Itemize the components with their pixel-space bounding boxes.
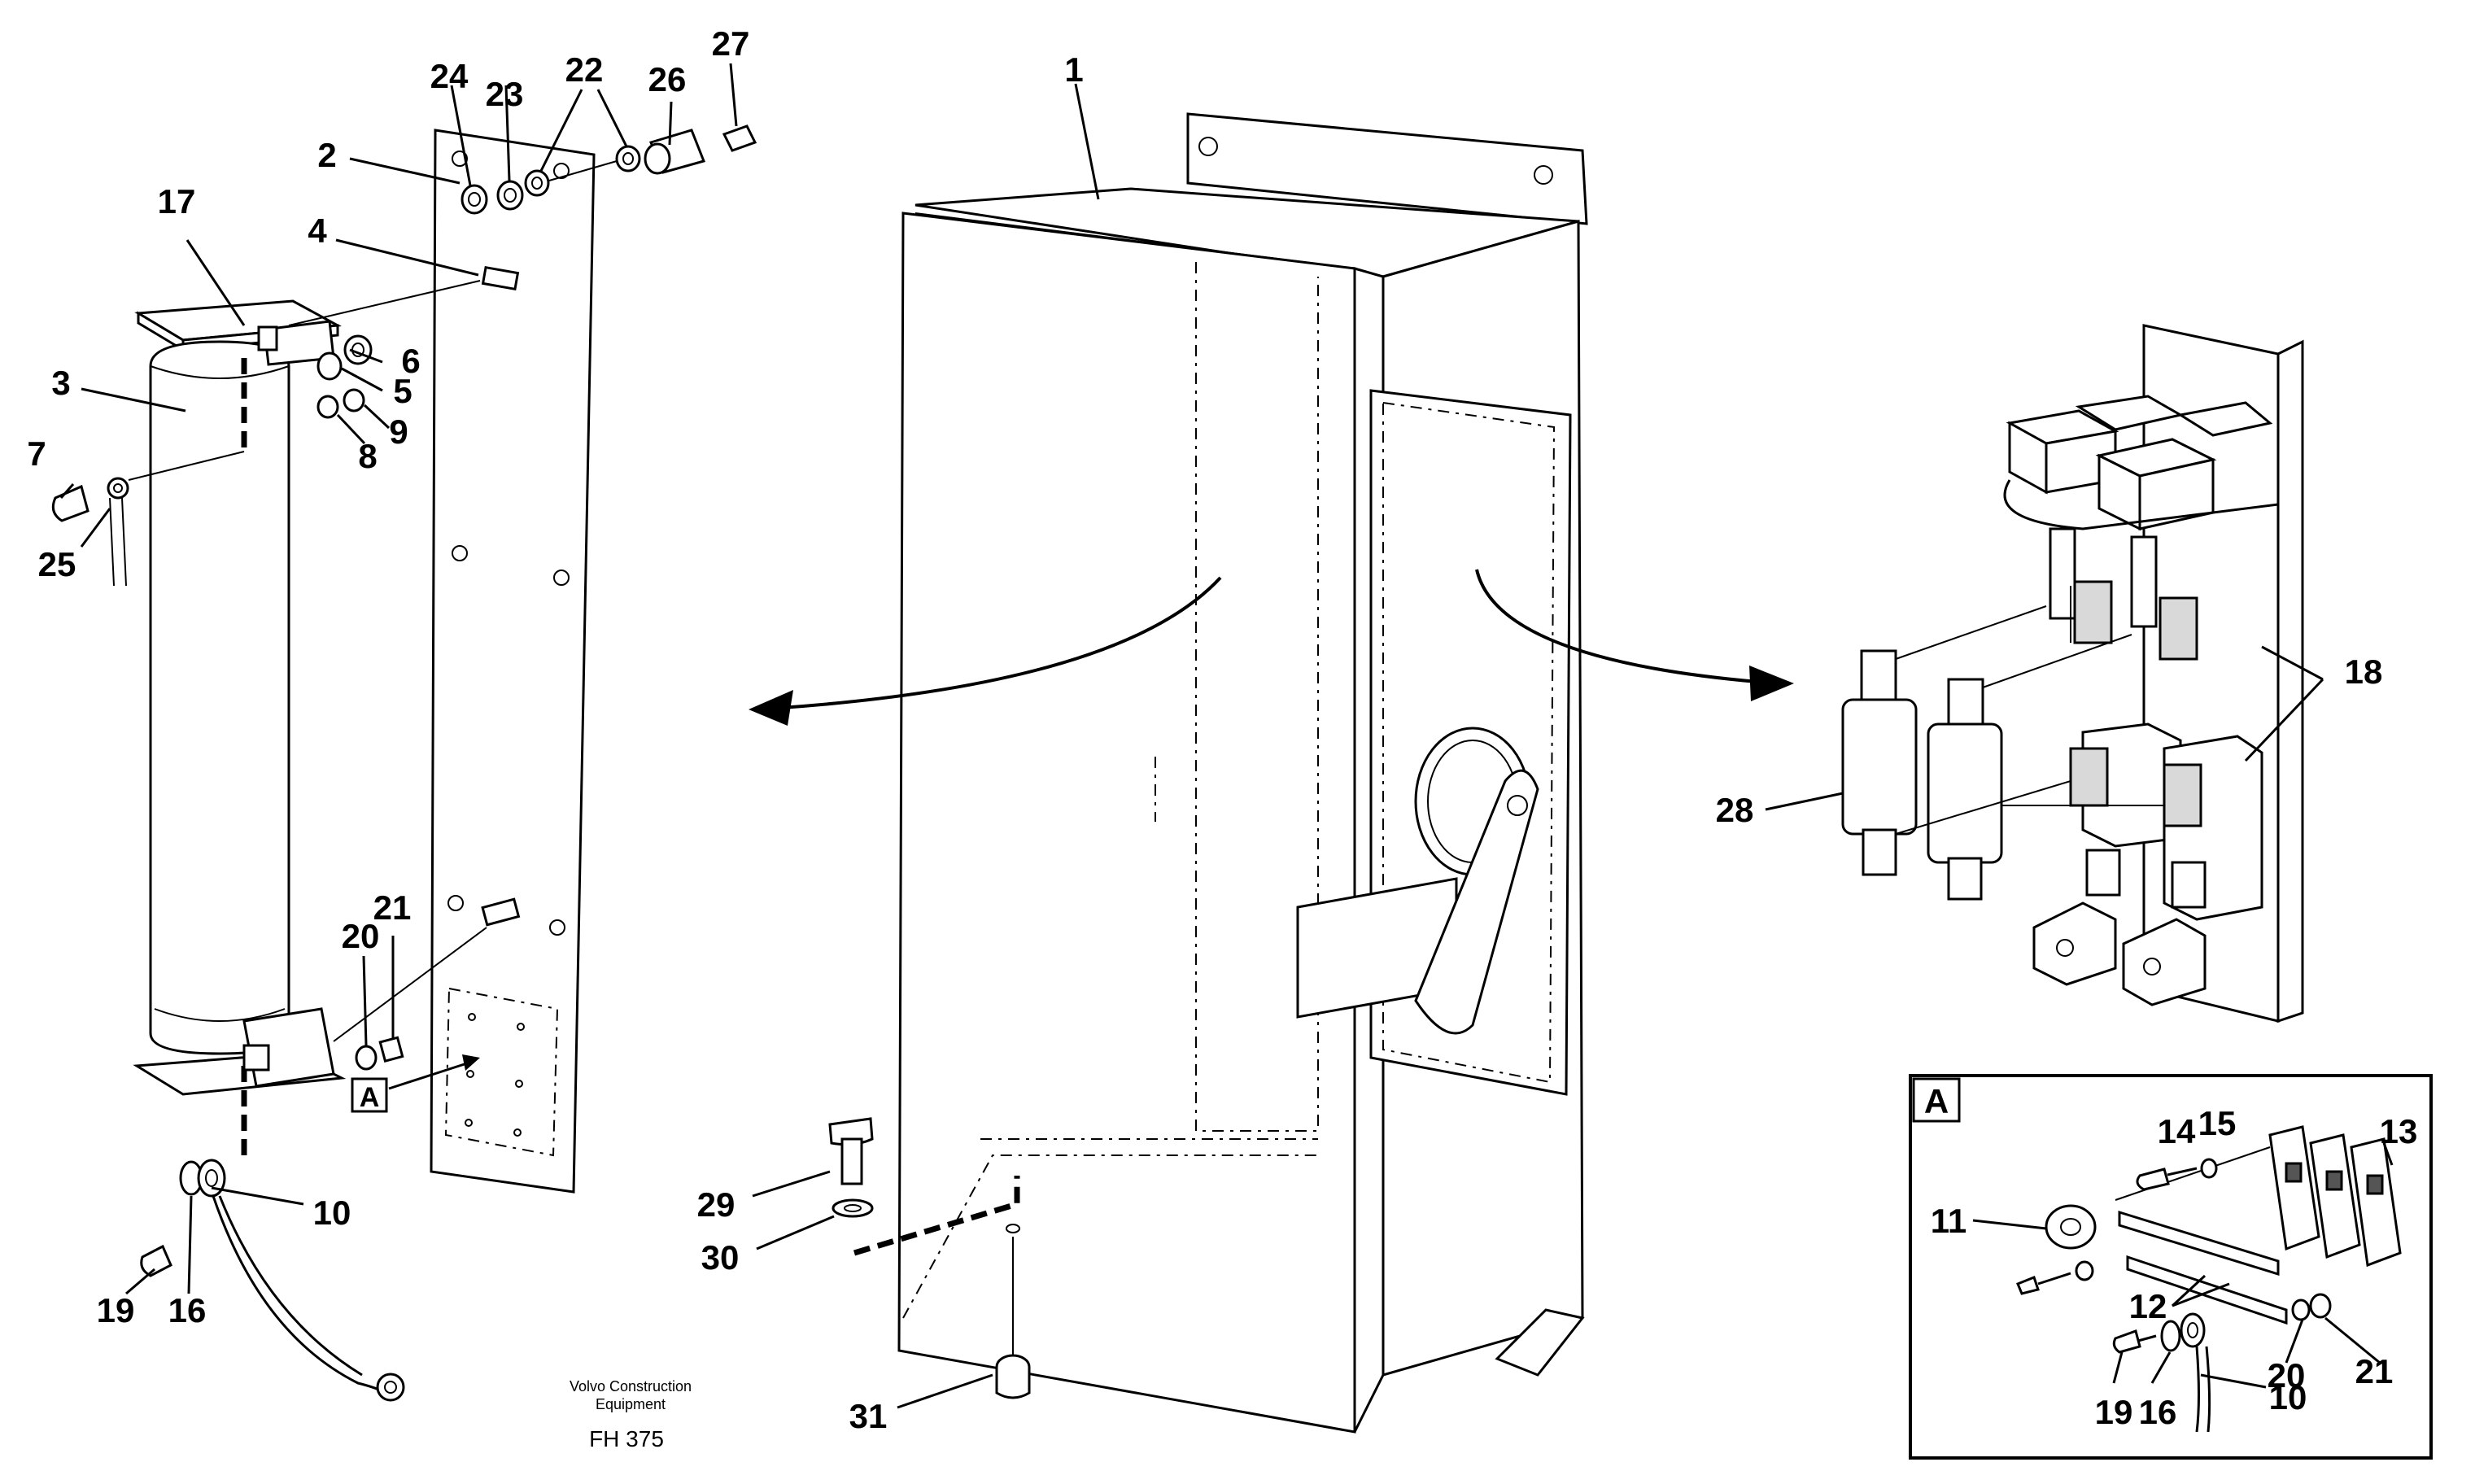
callout-1: 1 xyxy=(1064,50,1083,89)
callout-10-inset: 10 xyxy=(2269,1378,2307,1416)
maker-line-2: Equipment xyxy=(596,1396,666,1412)
switch-assembly xyxy=(1841,324,2304,1024)
drawing-footer: Volvo Construction Equipment FH 375 xyxy=(570,1378,692,1451)
detail-a-marker: A xyxy=(351,1054,480,1113)
detail-a-label: A xyxy=(360,1082,380,1113)
callout-24: 24 xyxy=(430,57,469,95)
callout-20: 20 xyxy=(342,917,380,955)
callout-13: 13 xyxy=(2380,1112,2418,1150)
inset-label: A xyxy=(1924,1082,1949,1120)
callout-7: 7 xyxy=(27,434,46,473)
callout-17: 17 xyxy=(158,182,196,220)
callout-28: 28 xyxy=(1716,791,1754,829)
small-hardware-upper xyxy=(51,280,481,587)
callout-3: 3 xyxy=(51,364,70,402)
small-hardware-lower xyxy=(140,927,487,1402)
callout-19-inset: 19 xyxy=(2095,1393,2133,1431)
callout-14: 14 xyxy=(2158,1112,2196,1150)
callout-27: 27 xyxy=(712,24,750,63)
maker-line-1: Volvo Construction xyxy=(570,1378,692,1395)
callout-10: 10 xyxy=(313,1194,351,1232)
callout-31: 31 xyxy=(849,1397,888,1435)
callout-19: 19 xyxy=(97,1291,135,1329)
callout-26: 26 xyxy=(648,60,687,98)
callout-22: 22 xyxy=(565,50,604,89)
callout-21-inset: 21 xyxy=(2355,1352,2394,1390)
leader-lines xyxy=(59,63,2394,1409)
callout-16-inset: 16 xyxy=(2139,1393,2177,1431)
callout-30: 30 xyxy=(701,1238,740,1277)
callout-2: 2 xyxy=(317,136,336,174)
callout-9: 9 xyxy=(389,412,408,451)
callout-8: 8 xyxy=(358,437,377,475)
callout-15: 15 xyxy=(2198,1104,2237,1142)
enclosure-fasteners xyxy=(828,1117,1031,1399)
callout-21: 21 xyxy=(373,888,412,927)
exploded-view-arrows xyxy=(749,569,1794,726)
callout-5: 5 xyxy=(393,372,412,410)
callout-23: 23 xyxy=(486,75,524,113)
callout-25: 25 xyxy=(38,545,76,583)
enclosure-cabinet xyxy=(897,112,1588,1434)
callout-16: 16 xyxy=(168,1291,207,1329)
callout-11: 11 xyxy=(1931,1202,1966,1240)
callout-18: 18 xyxy=(2345,653,2383,691)
top-hardware xyxy=(461,124,757,215)
callout-29: 29 xyxy=(697,1185,736,1224)
cylinder-filter xyxy=(133,299,347,1163)
callout-4: 4 xyxy=(308,212,327,250)
callout-numbers: 1 2 3 4 5 6 7 8 9 10 19 16 17 20 21 24 2… xyxy=(27,24,2417,1435)
callout-20-inset: 20 xyxy=(2268,1356,2306,1395)
drawing-code: FH 375 xyxy=(589,1426,664,1451)
callout-12: 12 xyxy=(2129,1287,2167,1325)
callout-6: 6 xyxy=(401,342,420,380)
detail-a-inset: A xyxy=(1909,1074,2433,1460)
mounting-plate xyxy=(430,129,596,1194)
